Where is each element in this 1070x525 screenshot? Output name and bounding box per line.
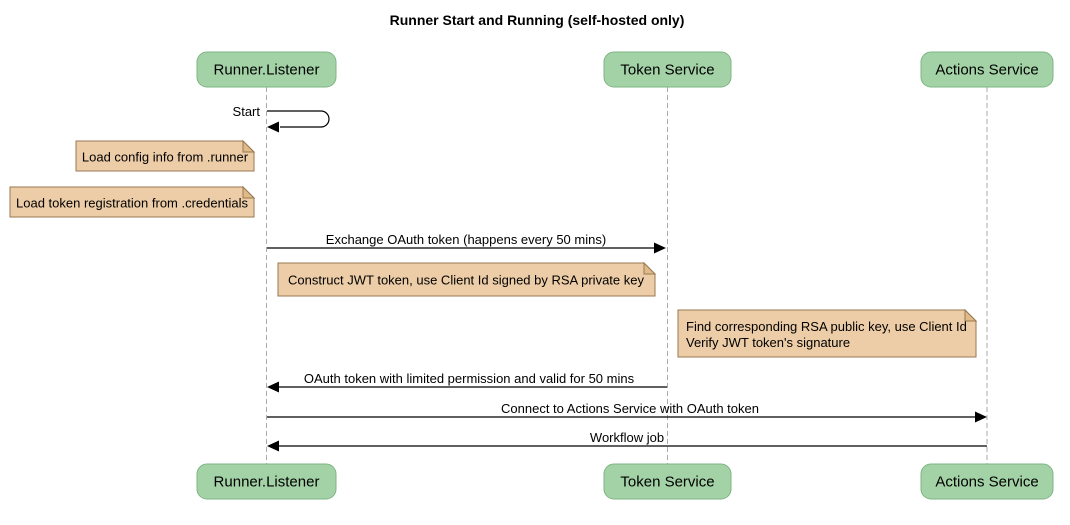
actor-bottom-runner-listener: Runner.Listener	[196, 463, 337, 500]
actor-box-token-service-top	[603, 51, 732, 88]
note-fold-icon	[242, 139, 256, 153]
note-label-load-config: Load config info from .runner	[82, 150, 249, 165]
note-body-load-config	[75, 140, 255, 172]
message-label-connect-actions: Connect to Actions Service with OAuth to…	[501, 401, 759, 416]
message-label-exchange-oauth: Exchange OAuth token (happens every 50 m…	[326, 232, 606, 247]
actor-label-token-service-bottom: Token Service	[620, 474, 714, 491]
arrowhead-left-icon	[267, 121, 279, 133]
message-label-workflow-job: Workflow job	[590, 430, 664, 445]
message-oauth-token-return: OAuth token with limited permission and …	[267, 371, 667, 393]
message-label-start: Start	[233, 104, 261, 119]
note-fold-icon	[242, 185, 256, 199]
actor-top-token-service: Token Service	[603, 51, 732, 88]
actor-box-token-service-bottom	[603, 463, 732, 500]
message-start-self-loop: Start	[233, 104, 330, 133]
note-body-load-token-registration	[9, 186, 255, 218]
note-fold-icon	[964, 308, 978, 322]
arrowhead-right-icon	[975, 411, 987, 423]
actor-top-runner-listener: Runner.Listener	[196, 51, 337, 88]
actor-box-runner-listener-bottom	[196, 463, 337, 500]
note-fold-icon	[643, 261, 657, 275]
actor-label-token-service-top: Token Service	[620, 62, 714, 79]
note-construct-jwt: Construct JWT token, use Client Id signe…	[277, 261, 657, 297]
message-workflow-job: Workflow job	[267, 430, 987, 452]
note-load-config: Load config info from .runner	[75, 139, 256, 172]
self-loop-line	[267, 110, 330, 128]
actor-bottom-token-service: Token Service	[603, 463, 732, 500]
actor-label-actions-service-bottom: Actions Service	[935, 474, 1038, 491]
arrowhead-left-icon	[267, 440, 279, 452]
note-body-construct-jwt	[277, 262, 656, 297]
message-label-oauth-token-return: OAuth token with limited permission and …	[304, 371, 635, 386]
actor-box-actions-service-top	[920, 51, 1054, 88]
arrowhead-right-icon	[654, 242, 666, 254]
actor-label-runner-listener-top: Runner.Listener	[214, 62, 320, 79]
message-connect-actions: Connect to Actions Service with OAuth to…	[267, 401, 987, 423]
note-label-load-token-registration: Load token registration from .credential…	[16, 196, 248, 211]
note-label-verify-jwt-line2: Verify JWT token's signature	[686, 335, 850, 350]
actor-bottom-actions-service: Actions Service	[920, 463, 1054, 500]
actor-label-runner-listener-bottom: Runner.Listener	[214, 474, 320, 491]
arrowhead-left-icon	[267, 381, 279, 393]
note-verify-jwt: Find corresponding RSA public key, use C…	[677, 308, 978, 358]
actor-box-runner-listener-top	[196, 51, 337, 88]
note-body-verify-jwt	[677, 309, 977, 358]
actor-box-actions-service-bottom	[920, 463, 1054, 500]
actor-label-actions-service-top: Actions Service	[935, 62, 1038, 79]
note-load-token-registration: Load token registration from .credential…	[9, 185, 256, 218]
note-label-verify-jwt-line1: Find corresponding RSA public key, use C…	[686, 319, 967, 334]
message-exchange-oauth: Exchange OAuth token (happens every 50 m…	[267, 232, 666, 254]
note-label-construct-jwt: Construct JWT token, use Client Id signe…	[288, 273, 644, 288]
actor-top-actions-service: Actions Service	[920, 51, 1054, 88]
diagram-title: Runner Start and Running (self-hosted on…	[390, 12, 685, 28]
